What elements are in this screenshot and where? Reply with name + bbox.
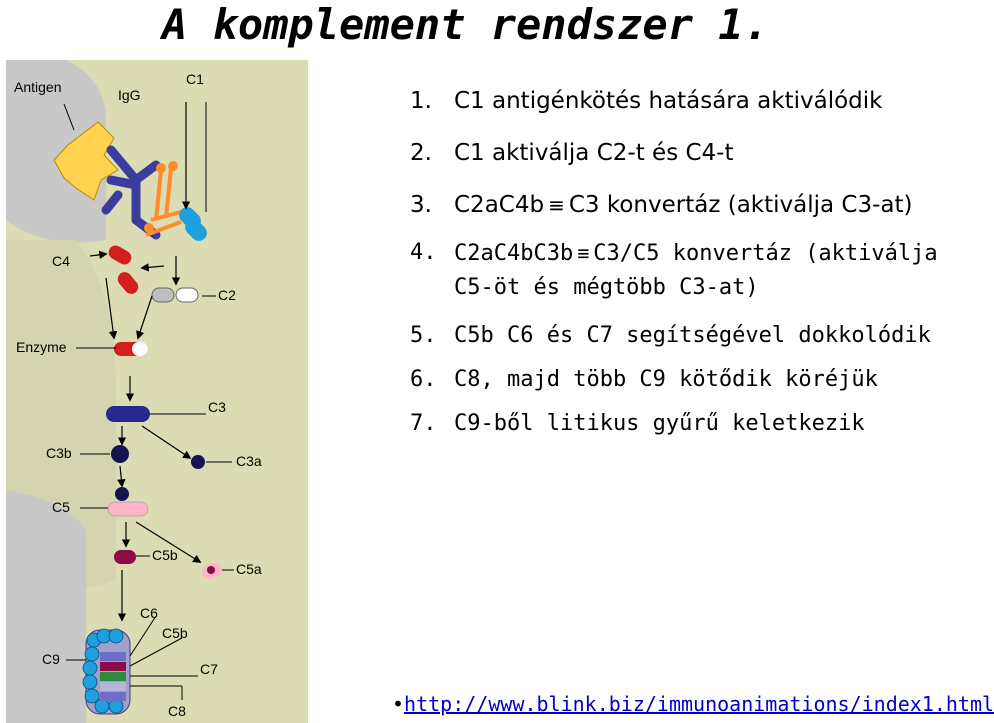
step-number: 7. (410, 411, 437, 436)
complement-cascade-figure: Antigen IgG C1 C4 C2 Enzyme C3 C3b C3a C… (6, 60, 308, 723)
step-text-group: C2aC4b≡C3 konvertáz (aktiválja C3-at) (454, 188, 950, 222)
label-igg: IgG (118, 87, 141, 103)
step-text: C9-ből litikus gyűrű keletkezik (454, 411, 865, 436)
step-item: 1. C1 antigénkötés hatására aktiválódik (410, 84, 950, 118)
c2-molecule-b (175, 287, 199, 303)
step-item: 2. C1 aktiválja C2-t és C4-t (410, 136, 950, 170)
label-c1: C1 (186, 71, 204, 87)
c2-molecule-a (151, 287, 175, 303)
label-c5: C5 (52, 499, 70, 515)
membrane-attack-complex (82, 628, 131, 715)
step-number: 5. (410, 323, 437, 348)
step-text: C3 konvertáz (aktiválja C3-at) (568, 192, 913, 218)
label-c8: C8 (168, 703, 186, 719)
enzyme-c2a-part (132, 342, 148, 356)
step-number: 1. (410, 88, 432, 114)
source-link[interactable]: http://www.blink.biz/immunoanimations/in… (404, 692, 994, 716)
antigen-cell (6, 60, 106, 243)
step-text: C8, majd több C9 kötődik köréjük (454, 367, 878, 392)
step-text: C1 antigénkötés hatására aktiválódik (454, 88, 883, 114)
label-leader-lines (63, 102, 234, 700)
page-title: A komplement rendszer 1. (162, 0, 769, 49)
step-text: C5b C6 és C7 segítségével dokkolódik (454, 323, 931, 348)
step-item: 4. C2aC4bC3b≡C3/C5 konvertáz (aktiválja … (410, 236, 950, 305)
label-c4: C4 (52, 253, 70, 269)
label-c3: C3 (208, 399, 226, 415)
label-c6: C6 (140, 605, 158, 621)
step-item: 5. C5b C6 és C7 segítségével dokkolódik (410, 319, 950, 353)
c4-fragment (117, 272, 139, 294)
label-c5b: C5b (152, 547, 178, 563)
label-enzyme: Enzyme (16, 339, 67, 355)
label-c5b-complex: C5b (162, 625, 188, 641)
label-c9: C9 (42, 651, 60, 667)
step-number: 6. (410, 367, 437, 392)
c1-complex (144, 161, 207, 241)
label-antigen: Antigen (14, 79, 61, 95)
step-lead: C2aC4b (454, 192, 545, 218)
equiv-symbol: ≡ (548, 193, 565, 217)
c5a-dot (207, 566, 215, 574)
equiv-symbol: ≡ (577, 241, 590, 265)
c5b-fragment (114, 550, 136, 564)
step-number: 3. (410, 192, 432, 218)
step-text-group: C2aC4bC3b≡C3/C5 konvertáz (aktiválja C5-… (454, 236, 950, 305)
bullet: • (392, 692, 405, 716)
step-number: 4. (410, 240, 437, 265)
step-number: 2. (410, 140, 432, 166)
step-text: C1 aktiválja C2-t és C4-t (454, 140, 734, 166)
c3b-fragment (111, 445, 129, 463)
label-c2: C2 (218, 287, 236, 303)
step-list: 1. C1 antigénkötés hatására aktiválódik … (410, 84, 950, 441)
label-c3b: C3b (46, 445, 72, 461)
antigen-shape (53, 121, 119, 201)
label-c5a: C5a (236, 561, 262, 577)
c4-molecule (108, 245, 132, 265)
step-text: C3/C5 konvertáz (aktiválja C5-öt és mégt… (454, 241, 938, 300)
step-item: 7. C9-ből litikus gyűrű keletkezik (410, 407, 950, 441)
cascade-arrows (89, 102, 202, 622)
step-item: 3. C2aC4b≡C3 konvertáz (aktiválja C3-at) (410, 188, 950, 222)
source-link-line: •http://www.blink.biz/immunoanimations/i… (392, 692, 994, 716)
c3-molecule (106, 406, 150, 422)
target-cell (6, 490, 86, 723)
label-c7: C7 (200, 661, 218, 677)
c3a-fragment (191, 455, 205, 469)
label-c3a: C3a (236, 453, 262, 469)
step-lead: C2aC4bC3b (454, 241, 574, 266)
c3b-bound (115, 487, 129, 501)
step-item: 6. C8, majd több C9 kötődik köréjük (410, 363, 950, 397)
c5-molecule (107, 501, 149, 517)
